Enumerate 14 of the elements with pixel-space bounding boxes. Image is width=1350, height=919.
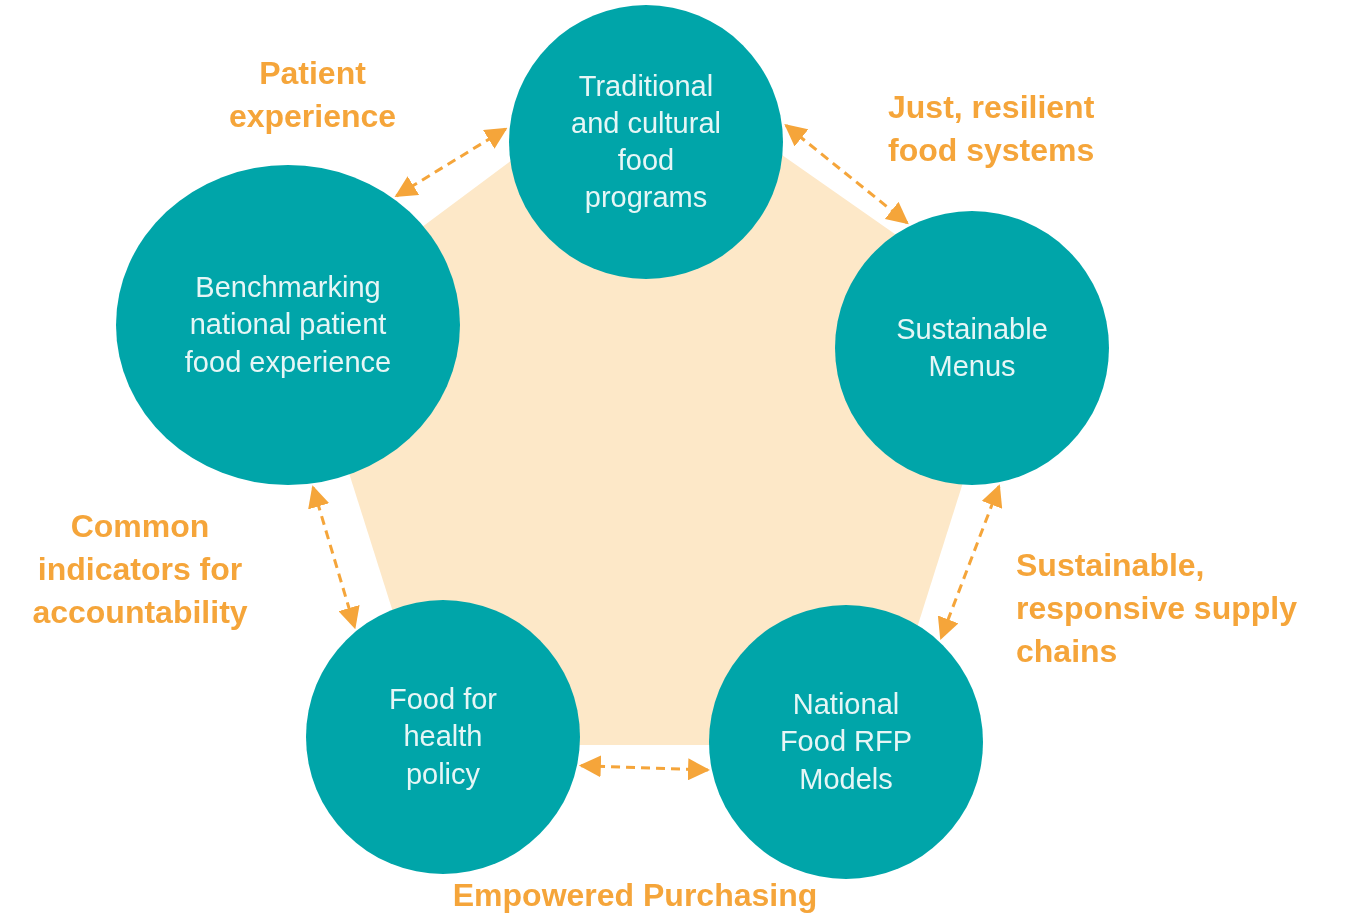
dashed-double-arrow [308,485,360,630]
edge-label: Common indicators for accountability [31,507,249,633]
dashed-double-arrow [937,484,1003,640]
dashed-double-arrow [394,127,508,198]
node-text: Sustainable Menus [895,311,1049,384]
edge-label: Just, resilient food systems [888,88,1096,171]
edge-label: Sustainable, responsive supply chains [1016,546,1298,672]
edge-label: Empowered Purchasing [451,876,819,915]
node-text: Traditional and cultural food programs [570,68,722,216]
node-text: Benchmarking national patient food experience [183,270,393,380]
dashed-double-arrow [784,124,909,225]
node-text: Food for health policy [388,682,498,792]
edge-label: Patient experience [227,54,398,137]
node-text: National Food RFP Models [778,687,914,797]
